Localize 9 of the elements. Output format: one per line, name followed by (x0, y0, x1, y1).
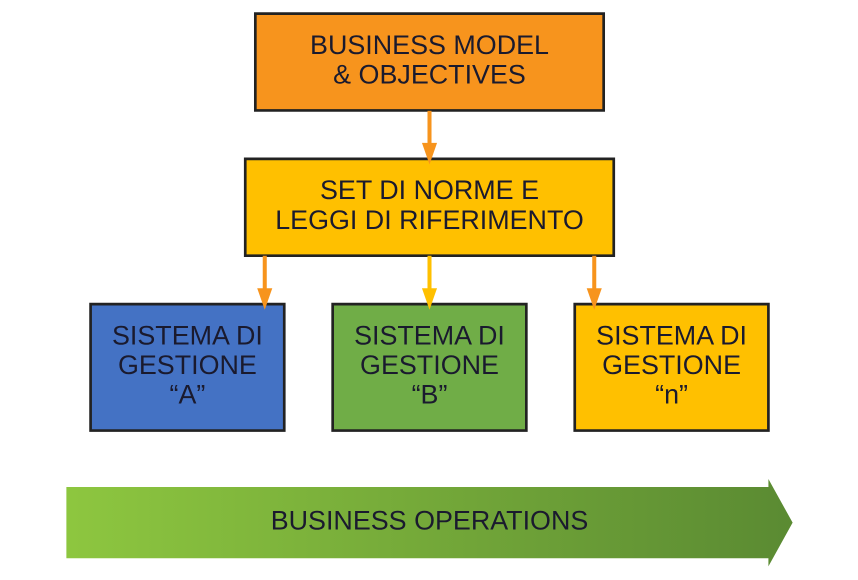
arrow (586, 256, 602, 310)
node-box: SISTEMA DI GESTIONE “B” (330, 302, 528, 432)
node-box: SISTEMA DI GESTIONE “n” (572, 302, 770, 432)
arrow (256, 256, 272, 310)
node-box: SISTEMA DI GESTIONE “A” (88, 302, 286, 432)
arrow (421, 110, 437, 164)
node-box: BUSINESS MODEL & OBJECTIVES (254, 12, 604, 112)
arrow (421, 256, 437, 310)
node-box: SET DI NORME E LEGGI DI RIFERIMENTO (243, 158, 615, 258)
